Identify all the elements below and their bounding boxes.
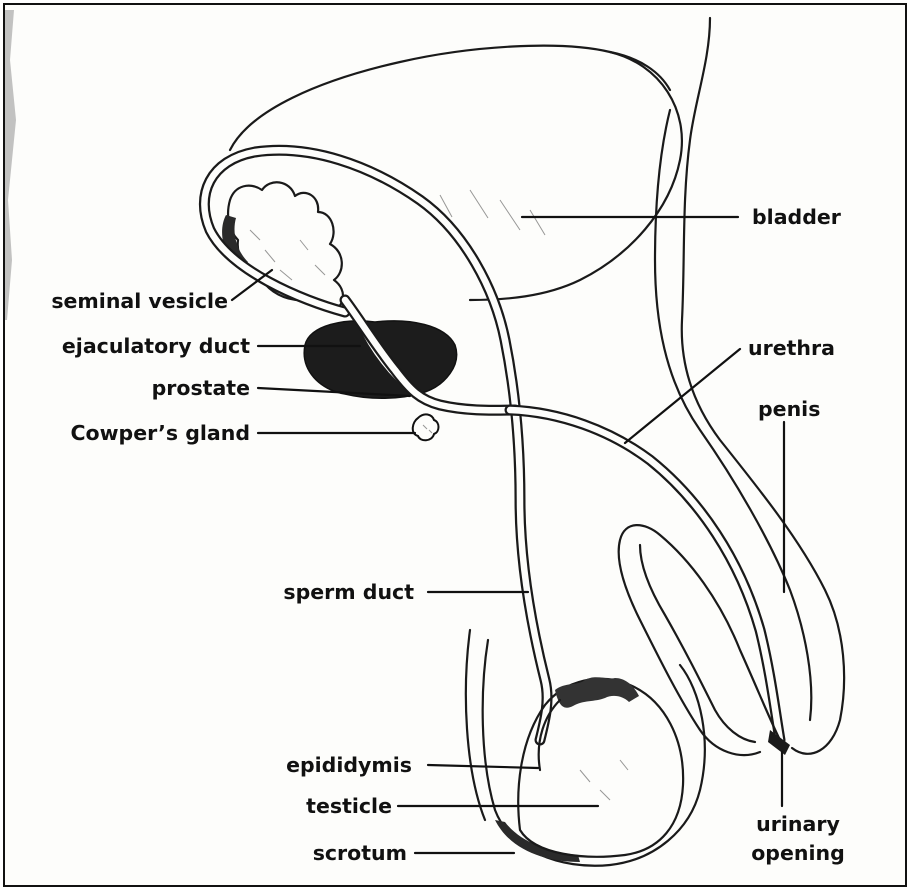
cowpers-gland-shape [413, 414, 439, 440]
leader-urethra [625, 349, 740, 443]
label-scrotum: scrotum [313, 841, 407, 865]
label-urinary-opening-line1: urinary [756, 812, 840, 836]
label-urinary-opening-line2: opening [751, 841, 845, 865]
label-urethra: urethra [748, 336, 835, 360]
label-testicle: testicle [306, 794, 392, 818]
label-cowpers-gland: Cowper’s gland [70, 421, 250, 445]
label-ejaculatory-duct: ejaculatory duct [62, 334, 250, 358]
label-seminal-vesicle: seminal vesicle [51, 289, 228, 313]
body-outline [655, 18, 844, 754]
scan-edge-texture [5, 10, 16, 320]
bladder-shape [230, 46, 682, 300]
label-penis: penis [758, 397, 820, 421]
label-prostate: prostate [152, 376, 250, 400]
label-bladder: bladder [752, 205, 842, 229]
sperm-duct-loop [204, 150, 547, 740]
label-sperm-duct: sperm duct [283, 580, 414, 604]
label-epididymis: epididymis [286, 753, 412, 777]
